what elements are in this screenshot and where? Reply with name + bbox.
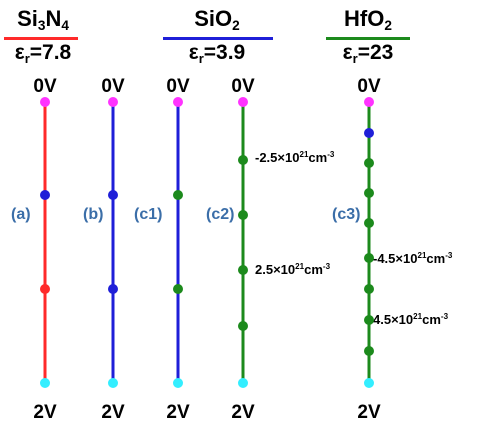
case-label-a: (a) [11,206,31,223]
voltage-top-a: 0V [33,76,57,97]
case-label-c2: (c2) [206,206,235,223]
node-mid-c2-1 [238,155,248,165]
case-label-c3: (c3) [332,206,361,223]
material-underline-si3n4 [4,37,78,40]
doping-label-c2-positive: 2.5×1021cm-3 [255,262,331,277]
node-top-c3 [364,97,374,107]
node-mid-c3-5 [364,253,374,263]
doping-label-c3-negative: -4.5×1021cm-3 [373,251,453,266]
permittivity-sio2: εr=3.9 [188,41,246,66]
node-bottom-c2 [238,378,248,388]
doping-label-c2-negative: -2.5×1021cm-3 [255,150,335,165]
node-top-b [108,97,118,107]
material-title-sio2: SiO2 [194,6,240,34]
node-mid-a-2 [40,284,50,294]
node-mid-b-1 [108,190,118,200]
voltage-top-c2: 0V [231,76,255,97]
node-bottom-c3 [364,378,374,388]
node-mid-c1-1 [173,190,183,200]
node-top-a [40,97,50,107]
node-mid-c2-2 [238,210,248,220]
node-mid-c3-4 [364,218,374,228]
voltage-bottom-a: 2V [33,402,57,423]
material-title-hfo2: HfO2 [344,6,392,34]
material-underline-sio2 [163,37,273,40]
material-title-si3n4: Si3N4 [17,6,69,34]
node-mid-b-2 [108,284,118,294]
voltage-bottom-c1: 2V [166,402,190,423]
permittivity-hfo2: εr=23 [342,41,394,66]
voltage-bottom-c3: 2V [357,402,381,423]
voltage-top-c1: 0V [166,76,190,97]
case-label-b: (b) [83,206,104,223]
node-bottom-a [40,378,50,388]
node-mid-c3-2 [364,158,374,168]
node-mid-c2-4 [238,321,248,331]
voltage-bottom-c2: 2V [231,402,255,423]
node-top-c1 [173,97,183,107]
node-mid-c3-8 [364,346,374,356]
node-mid-c3-7 [364,315,374,325]
voltage-top-b: 0V [101,76,125,97]
case-label-c1: (c1) [134,206,163,223]
voltage-bottom-b: 2V [101,402,125,423]
node-mid-a-1 [40,190,50,200]
node-bottom-b [108,378,118,388]
permittivity-si3n4: εr=7.8 [14,41,72,66]
voltage-top-c3: 0V [357,76,381,97]
doping-label-c3-positive: 4.5×1021cm-3 [373,312,449,327]
node-mid-c3-1 [364,128,374,138]
node-top-c2 [238,97,248,107]
node-mid-c3-3 [364,188,374,198]
node-mid-c3-6 [364,284,374,294]
material-underline-hfo2 [326,37,410,40]
node-bottom-c1 [173,378,183,388]
node-mid-c2-3 [238,265,248,275]
node-mid-c1-2 [173,284,183,294]
